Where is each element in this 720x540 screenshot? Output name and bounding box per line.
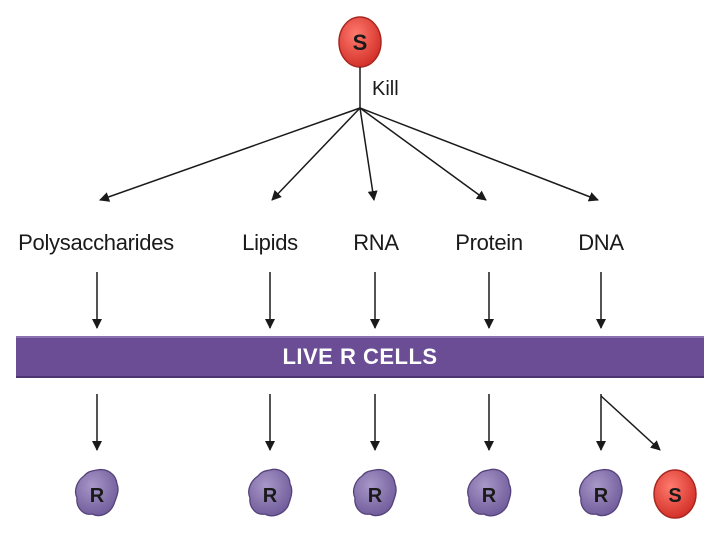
component-label-polysaccharides: Polysaccharides [18,230,174,255]
r-cell-1-letter: R [90,485,105,507]
component-label-lipids: Lipids [242,230,298,255]
r-cell-5-letter: R [594,485,609,507]
r-cell-5: R [578,468,623,517]
r-cell-4-letter: R [482,485,497,507]
r-cell-3-letter: R [368,485,383,507]
arrow-to-rna [359,107,378,201]
source-s-letter: S [353,30,368,55]
transformed-s-cell: S [653,469,697,519]
arrow-to-polysaccharides [99,107,361,202]
r-cell-3: R [352,468,397,517]
r-cell-2: R [248,468,293,517]
arrow-to-lipids [271,107,361,201]
live-r-cells-bar: LIVE R CELLS [16,336,704,378]
r-cell-4: R [467,468,512,517]
arrow-to-protein [359,107,487,201]
r-cell-1: R [74,468,119,517]
kill-label: Kill [372,78,399,100]
component-label-dna: DNA [578,230,624,255]
r-cell-2-letter: R [263,485,278,507]
transformed-s-letter: S [668,485,681,507]
live-r-cells-label: LIVE R CELLS [282,344,438,369]
component-label-protein: Protein [455,230,523,255]
source-s-cell: S [338,16,382,68]
arrow-to-dna [359,107,599,202]
arrow-bar-to-transformed-s [600,395,661,451]
component-label-rna: RNA [353,230,399,255]
